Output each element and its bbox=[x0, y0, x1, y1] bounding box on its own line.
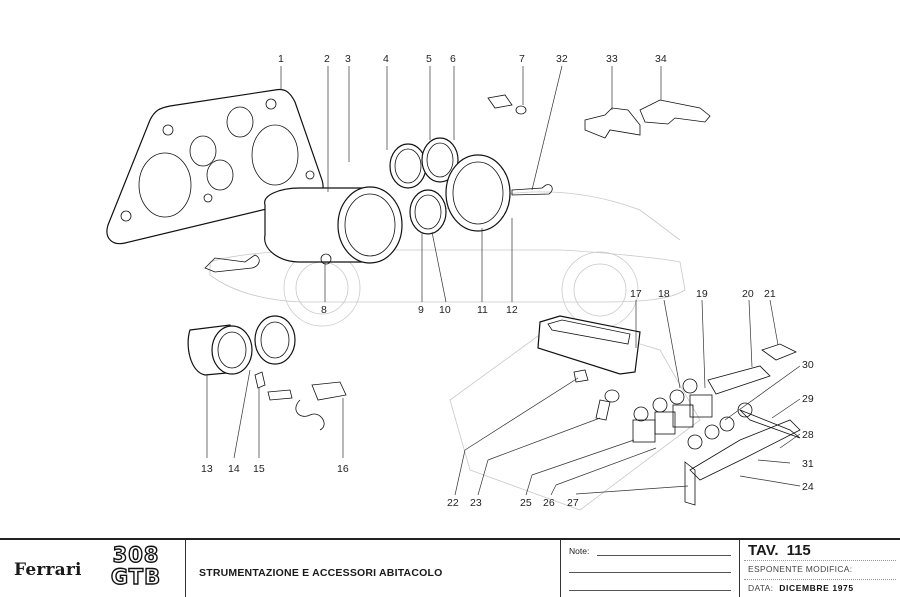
callout-layer: 1 2 3 4 5 6 7 32 33 34 8 9 10 11 12 13 1… bbox=[201, 53, 814, 509]
callout-33: 33 bbox=[606, 53, 618, 65]
callout-10: 10 bbox=[439, 304, 451, 316]
callout-26: 26 bbox=[543, 497, 555, 509]
notes-line-2 bbox=[569, 572, 731, 573]
part-7-bulb-holder bbox=[487, 94, 527, 115]
callout-2: 2 bbox=[324, 53, 330, 65]
exploded-parts-diagram bbox=[106, 88, 801, 511]
date-row: DATA: DICEMBRE 1975 bbox=[748, 583, 854, 593]
part-16-inspection-lamp bbox=[267, 381, 347, 431]
switch-bank-left bbox=[632, 378, 713, 443]
logo-cell: Ferrari 308 GTB bbox=[0, 540, 186, 597]
notes-line-3 bbox=[569, 590, 731, 591]
notes-cell: Note: bbox=[561, 540, 740, 597]
callout-13: 13 bbox=[201, 463, 213, 475]
model-badge: 308 GTB bbox=[98, 543, 174, 589]
part-2-speedometer bbox=[264, 186, 403, 264]
callout-14: 14 bbox=[228, 463, 240, 475]
callout-16: 16 bbox=[337, 463, 349, 475]
title-cell: STRUMENTAZIONE E ACCESSORI ABITACOLO bbox=[186, 540, 561, 597]
callout-28: 28 bbox=[802, 429, 814, 441]
callout-24: 24 bbox=[802, 481, 814, 493]
callout-32: 32 bbox=[556, 53, 568, 65]
part-5-gauge bbox=[421, 137, 459, 183]
switch-bank-right bbox=[684, 402, 801, 506]
part-9-gauge bbox=[409, 189, 447, 235]
notes-label: Note: bbox=[569, 546, 590, 556]
table-value: 115 bbox=[786, 542, 811, 559]
part-8-bulb bbox=[320, 253, 332, 265]
callout-1: 1 bbox=[278, 53, 284, 65]
model-number: 308 bbox=[112, 543, 160, 567]
info-divider bbox=[744, 560, 896, 561]
callout-4: 4 bbox=[383, 53, 389, 65]
part-15-bulb-holder bbox=[254, 371, 266, 389]
callout-3: 3 bbox=[345, 53, 351, 65]
callout-29: 29 bbox=[802, 393, 814, 405]
ferrari-logo: Ferrari bbox=[14, 560, 82, 580]
info-cell: TAV. 115 ESPONENTE MODIFICA: DATA: DICEMBR… bbox=[740, 540, 900, 597]
callout-21: 21 bbox=[764, 288, 776, 300]
part-22-clip bbox=[573, 369, 589, 383]
model-variant: GTB bbox=[110, 565, 162, 589]
callout-7: 7 bbox=[519, 53, 525, 65]
callout-8: 8 bbox=[321, 304, 327, 316]
notes-line-1 bbox=[597, 555, 731, 556]
title-block: Ferrari 308 GTB STRUMENTAZIONE E ACCESSO… bbox=[0, 538, 900, 597]
part-14-gauge bbox=[254, 315, 296, 365]
revision-label: ESPONENTE MODIFICA: bbox=[748, 564, 853, 574]
callout-19: 19 bbox=[696, 288, 708, 300]
callout-9: 9 bbox=[418, 304, 424, 316]
callout-11: 11 bbox=[477, 304, 488, 316]
callout-12: 12 bbox=[506, 304, 518, 316]
table-number: TAV. 115 bbox=[748, 542, 811, 559]
callout-15: 15 bbox=[253, 463, 265, 475]
callout-18: 18 bbox=[658, 288, 670, 300]
callout-34: 34 bbox=[655, 53, 667, 65]
callout-20: 20 bbox=[742, 288, 754, 300]
part-33-bracket bbox=[584, 107, 641, 139]
callout-30: 30 bbox=[802, 359, 814, 371]
callout-22: 22 bbox=[447, 497, 459, 509]
part-23-cigarette-lighter bbox=[595, 389, 620, 421]
part-13-gauge bbox=[187, 324, 253, 376]
part-34-bracket bbox=[639, 99, 711, 125]
part-21-switch-plate bbox=[761, 343, 797, 361]
date-value: DICEMBRE 1975 bbox=[779, 583, 854, 593]
callout-6: 6 bbox=[450, 53, 456, 65]
callout-25: 25 bbox=[520, 497, 532, 509]
date-label: DATA: bbox=[748, 583, 774, 593]
part-20-switch-plate bbox=[707, 365, 771, 395]
callout-31: 31 bbox=[802, 458, 814, 470]
callout-17: 17 bbox=[630, 288, 642, 300]
part-17-ashtray bbox=[537, 315, 641, 375]
part-11-tachometer bbox=[445, 154, 511, 232]
plate-title: STRUMENTAZIONE E ACCESSORI ABITACOLO bbox=[199, 567, 443, 579]
part-8-connector bbox=[204, 254, 260, 273]
info-divider bbox=[744, 579, 896, 580]
part-32-bracket bbox=[511, 184, 553, 196]
table-label: TAV. bbox=[748, 542, 779, 559]
callout-27: 27 bbox=[567, 497, 579, 509]
callout-5: 5 bbox=[426, 53, 432, 65]
callout-23: 23 bbox=[470, 497, 482, 509]
